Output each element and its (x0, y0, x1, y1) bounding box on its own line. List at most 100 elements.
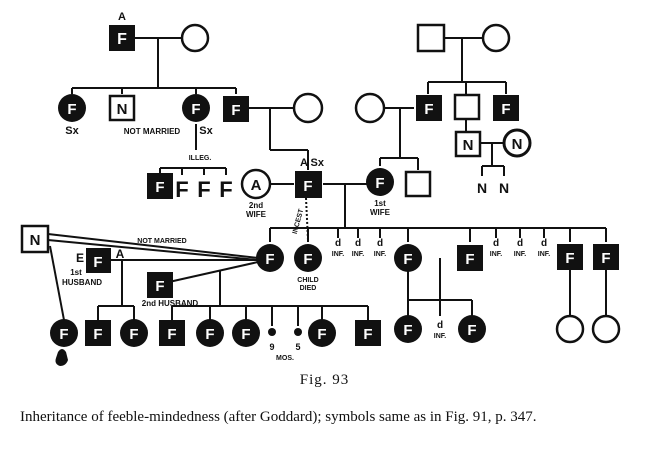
a-label: A (116, 247, 125, 261)
gen2-n-square: N (108, 94, 136, 122)
second-husband-f-square: F (147, 272, 173, 298)
gen1-grandfather-square: F (109, 25, 135, 51)
incest-label: INCEST (292, 208, 306, 235)
illeg-child-1: F (175, 177, 188, 202)
first-husband-label-2: HUSBAND (62, 278, 102, 287)
gen2-f-circle-sx: F (58, 94, 86, 122)
gen5-normal-circle-1 (555, 314, 585, 344)
gen4-f-square-mid: F (457, 245, 483, 271)
e-label: E (76, 251, 84, 265)
grandfather-a-label: A (118, 11, 126, 23)
inf-d-2: d (355, 238, 361, 249)
gen2-n-square-right: N (454, 130, 482, 158)
first-husband-f-square: F (86, 248, 111, 273)
second-wife-a-circle: A (240, 168, 272, 200)
gen1-right-circle (481, 23, 511, 53)
second-wife-label-2: WIFE (246, 210, 267, 219)
illeg-label: ILLEG. (189, 155, 212, 162)
illeg-child-2: F (197, 177, 210, 202)
svg-text:F: F (205, 326, 214, 343)
svg-text:F: F (403, 251, 412, 268)
first-wife-f-circle: F (366, 168, 394, 196)
svg-text:A: A (251, 177, 262, 194)
gen5-f-circle-2: F (120, 319, 148, 347)
svg-text:F: F (117, 31, 127, 48)
gen5-f-circle-1: F (50, 319, 78, 347)
inf-label-7: INF. (434, 333, 447, 340)
gen5-f-circle-6: F (394, 315, 422, 343)
figure-silhouette-icon (55, 349, 68, 366)
first-husband-label-1: 1st (70, 268, 82, 277)
gen4-f-square-right-2: F (593, 244, 619, 270)
inf-label-2: INF. (352, 251, 365, 258)
n-child-1: N (477, 180, 487, 196)
svg-text:N: N (117, 101, 128, 118)
svg-text:N: N (30, 232, 41, 249)
inf-d-4: d (493, 238, 499, 249)
gen2-n-circle-right: N (502, 128, 532, 158)
svg-text:F: F (565, 250, 574, 267)
svg-text:F: F (265, 251, 274, 268)
gen5-f-circle-4: F (232, 319, 260, 347)
illeg-f-square: F (147, 173, 173, 199)
svg-text:F: F (363, 326, 372, 343)
gen1-right-square (416, 23, 446, 53)
gen5-f-square-2: F (159, 320, 185, 346)
gen2-f-square-far-right: F (493, 95, 519, 121)
second-wife-label-1: 2nd (249, 201, 263, 210)
svg-text:F: F (231, 102, 240, 119)
gen4-f-circle-mid: F (394, 244, 422, 272)
gen2-f-square-right: F (416, 95, 442, 121)
svg-text:F: F (501, 101, 510, 118)
inf-d-3: d (377, 238, 383, 249)
figure-label: Fig. 93 (299, 372, 350, 388)
gen2-right-circle (354, 92, 386, 124)
first-wife-label-2: WIFE (370, 208, 391, 217)
svg-text:F: F (303, 178, 312, 195)
svg-text:F: F (403, 322, 412, 339)
gen5-normal-circle-2 (591, 314, 621, 344)
svg-text:F: F (93, 254, 102, 271)
svg-text:F: F (167, 326, 176, 343)
sx-left-label: Sx (65, 125, 79, 137)
gen4-f-circle-child-died: F (294, 244, 322, 272)
svg-text:F: F (155, 278, 164, 295)
svg-text:F: F (467, 322, 476, 339)
gen5-f-square-3: F (355, 320, 381, 346)
not-married-label-1: NOT MARRIED (124, 127, 181, 136)
miscarriage-dot-2 (294, 328, 302, 336)
inf-d-5: d (517, 238, 523, 249)
gen5-f-circle-7: F (458, 315, 486, 343)
inf-d-7: d (437, 320, 443, 331)
svg-text:F: F (191, 101, 200, 118)
child-died-label-1: CHILD (297, 277, 318, 284)
svg-text:N: N (463, 137, 474, 154)
illeg-child-3: F (219, 177, 232, 202)
svg-text:F: F (465, 251, 474, 268)
inf-label-3: INF. (374, 251, 387, 258)
svg-text:F: F (317, 326, 326, 343)
gen2-wife-circle (292, 92, 324, 124)
gen5-f-square-1: F (85, 320, 111, 346)
n-square-left: N (20, 224, 50, 254)
gen4-f-circle-mother: F (256, 244, 284, 272)
gen5-f-circle-5: F (308, 319, 336, 347)
figure-caption: Inheritance of feeble-mindedness (after … (20, 409, 537, 425)
svg-text:N: N (512, 136, 523, 153)
mos-label: MOS. (276, 355, 294, 362)
inf-label-6: INF. (538, 251, 551, 258)
svg-text:F: F (424, 101, 433, 118)
n-child-2: N (499, 180, 509, 196)
inf-d-6: d (541, 238, 547, 249)
gen4-f-square-right-1: F (557, 244, 583, 270)
gen3-normal-square (404, 170, 432, 198)
svg-text:F: F (375, 175, 384, 192)
svg-text:F: F (67, 101, 76, 118)
sx-mid-label: Sx (199, 125, 213, 137)
miscarriage-dot-1 (268, 328, 276, 336)
pedigree-chart: F A F Sx N NOT MARRIED F Sx ILLEG. F (20, 11, 621, 366)
gen1-grandmother-circle (180, 23, 210, 53)
svg-text:F: F (241, 326, 250, 343)
gen2-f-circle-mid: F (182, 94, 210, 122)
as-x-f-square: F (295, 171, 322, 198)
